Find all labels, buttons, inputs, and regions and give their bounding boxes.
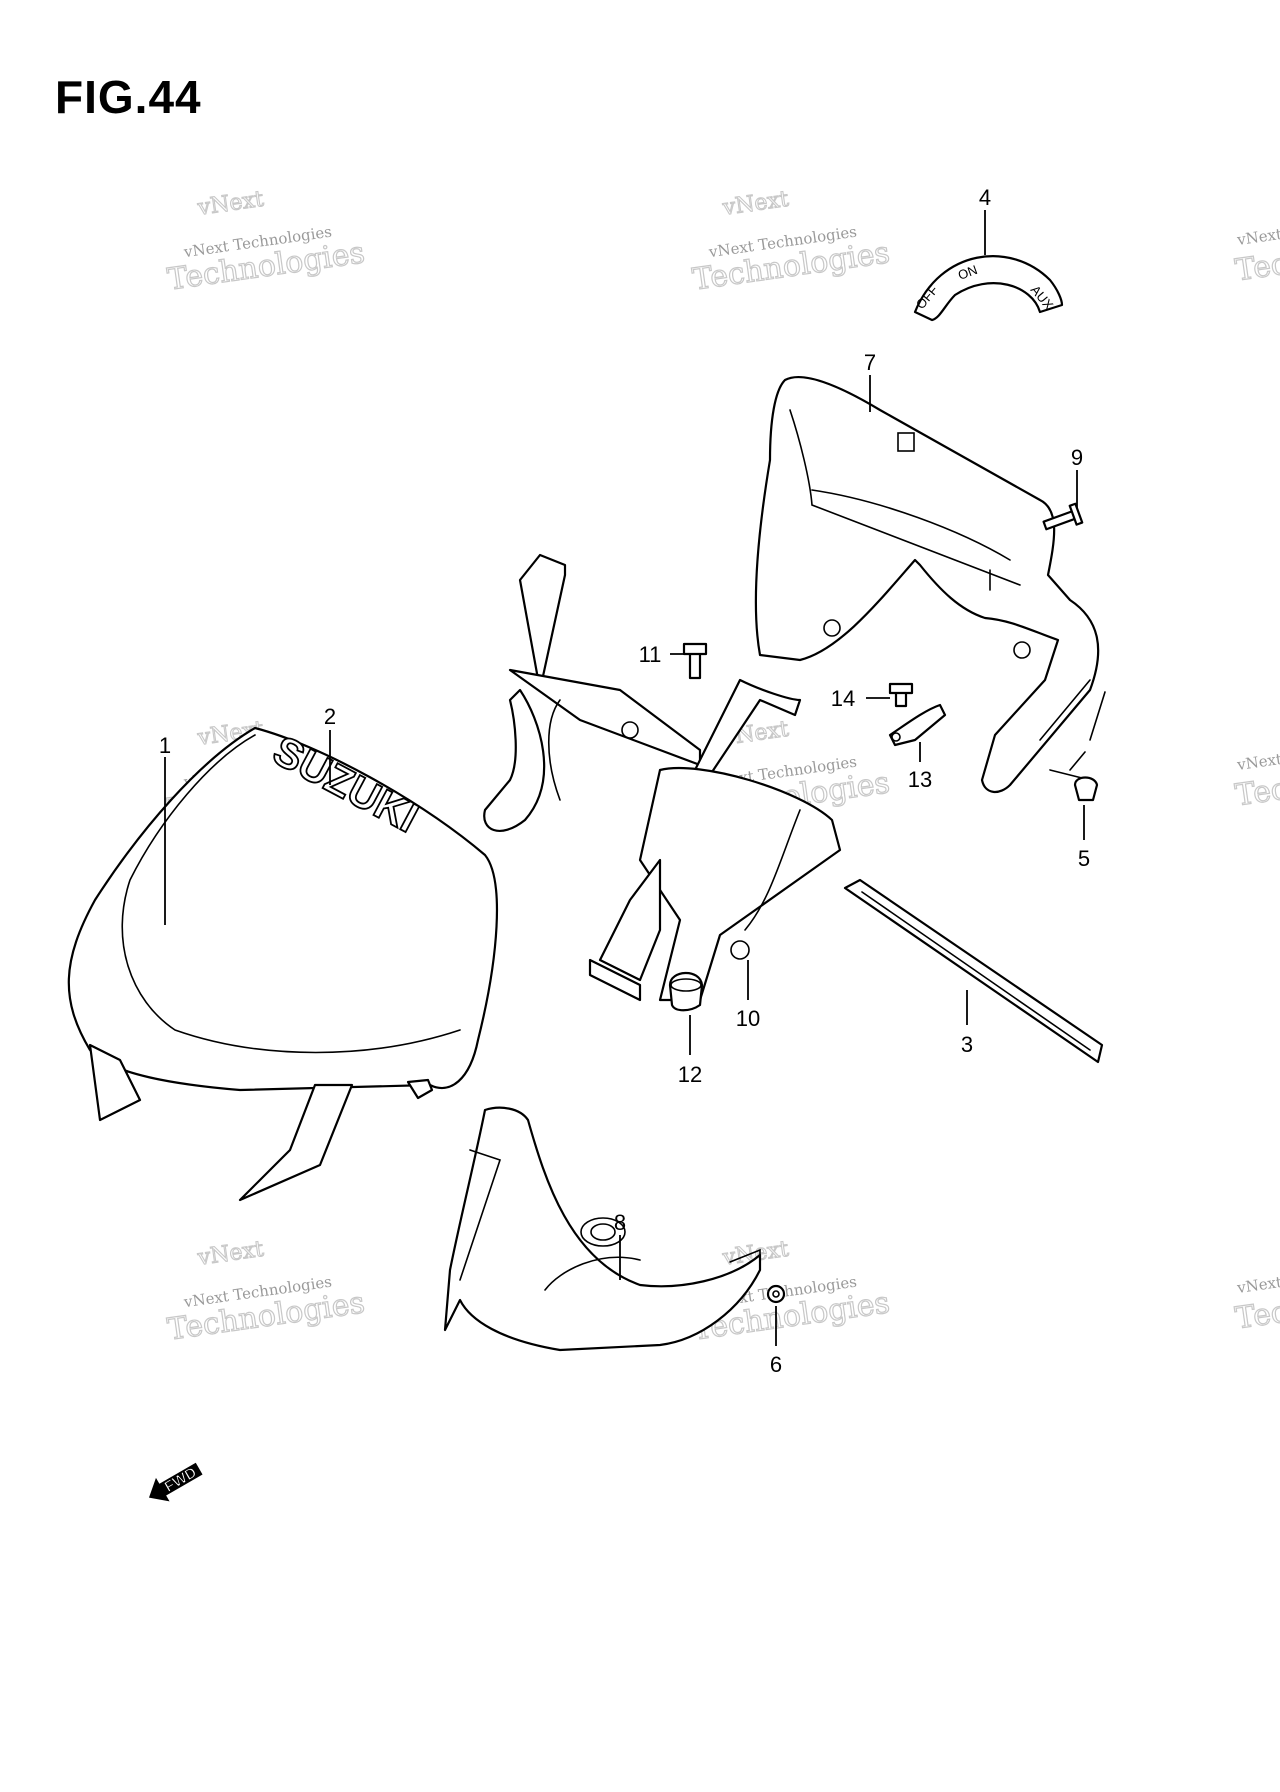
bracket-slot-right <box>744 809 801 931</box>
fwd-arrow-shape <box>149 1462 203 1502</box>
bracket-pivot-hole <box>621 721 639 739</box>
bracket-right-upper <box>688 678 802 792</box>
fairing-lower-lug <box>406 1078 434 1100</box>
callout-8: 8 <box>614 1210 626 1235</box>
fairing-lower-blade <box>238 1083 354 1202</box>
part-9-screw <box>1042 502 1084 531</box>
bracket-left-arm <box>483 688 546 832</box>
lower-cover-body <box>443 1106 762 1352</box>
part-1-front-fairing: SUZUKI <box>67 726 499 1202</box>
upper-cover-hole-right <box>1013 641 1031 659</box>
part-6-nut <box>766 1284 786 1304</box>
part-7-upper-cover <box>754 376 1106 793</box>
part-14-screw <box>888 682 914 708</box>
bracket-foot <box>588 958 642 1002</box>
callout-10: 10 <box>736 1006 760 1031</box>
part-5-fastener <box>1073 776 1099 802</box>
watermark-top-left: vNext vNext Technologies Technologies <box>165 186 368 298</box>
fwd-arrow-icon: FWD <box>149 1462 203 1502</box>
bracket-slot-left <box>548 699 561 801</box>
callout-7: 7 <box>864 350 876 375</box>
watermark-edge-bottom-right: vNext Technologies Technologies <box>1233 1258 1280 1337</box>
part-12-grommet <box>668 971 704 1012</box>
callout-1: 1 <box>159 733 171 758</box>
callout-14: 14 <box>831 686 855 711</box>
upper-cover-frame <box>754 376 1100 793</box>
fairing-crease <box>121 734 461 1054</box>
nut-6-body <box>766 1284 786 1304</box>
part-13-clamp <box>888 703 947 747</box>
switch-plate-body <box>913 255 1064 322</box>
fairing-body <box>67 726 499 1092</box>
clamp-13-body <box>888 703 947 747</box>
bracket-crossbar <box>508 668 702 767</box>
part-8-lower-cover <box>443 1106 762 1352</box>
watermark-small: vNext Technologies <box>1235 735 1280 774</box>
upper-cover-side-edge <box>1039 679 1091 741</box>
part-3-seal-strip <box>843 878 1104 1064</box>
part-11-bolt <box>682 642 708 680</box>
callout-6: 6 <box>770 1352 782 1377</box>
nut-6-hole <box>772 1290 780 1298</box>
watermark-top-center: vNext vNext Technologies Technologies <box>690 186 893 298</box>
lower-cover-right-tab <box>729 1248 761 1271</box>
clamp-13-hole <box>891 732 901 742</box>
watermark-edge-top-right: vNext Technologies Technologies <box>1233 210 1280 289</box>
watermark-outline-top: vNext <box>195 187 265 221</box>
watermark-outline-top: vNext <box>195 1237 265 1271</box>
lower-cover-socket-inner <box>590 1223 616 1241</box>
watermark-bottom-left: vNext vNext Technologies Technologies <box>165 1236 368 1348</box>
callout-labels: 1 2 3 4 5 6 7 8 9 10 11 12 13 14 <box>159 185 1090 1377</box>
switch-label-on: ON <box>956 262 979 283</box>
watermark-small: vNext Technologies <box>1235 210 1280 249</box>
bracket-lower-leg <box>598 858 662 982</box>
part-4-switch-plate: OFF ON AUX <box>913 255 1064 322</box>
callout-3: 3 <box>961 1032 973 1057</box>
callout-4: 4 <box>979 185 991 210</box>
upper-cover-inner-edge <box>789 409 1021 586</box>
watermark-small: vNext Technologies <box>1235 1258 1280 1297</box>
leader-lines <box>164 210 1085 1346</box>
seal-strip-edge <box>861 891 1091 1051</box>
callout-5: 5 <box>1078 846 1090 871</box>
part-10-bracket <box>483 553 842 1002</box>
bracket-upper-arm <box>518 553 567 692</box>
upper-cover-hole-left <box>823 619 841 637</box>
grommet-12-top <box>670 978 702 992</box>
lower-cover-center-rib <box>544 1256 641 1291</box>
screw-14-head <box>888 682 914 695</box>
upper-cover-rib <box>811 489 1011 561</box>
upper-cover-slot <box>897 432 915 452</box>
lower-cover-socket <box>580 1217 626 1247</box>
figure-title: FIG.44 <box>55 71 202 123</box>
upper-cover-dash-1 <box>1089 691 1106 741</box>
callout-13: 13 <box>908 767 932 792</box>
upper-cover-dash-2 <box>1069 751 1086 771</box>
screw-9-head <box>1068 502 1084 526</box>
fastener-5-body <box>1073 776 1099 802</box>
callout-11: 11 <box>639 642 662 667</box>
bracket-mount-hole <box>730 940 750 960</box>
callout-9: 9 <box>1071 445 1083 470</box>
callout-12: 12 <box>678 1062 702 1087</box>
watermark-outline-top: vNext <box>720 187 790 221</box>
watermark-edge-mid-right: vNext Technologies Technologies <box>1233 735 1280 814</box>
lower-cover-left-rib <box>459 1149 502 1281</box>
bolt-11-head <box>682 642 708 656</box>
fairing-left-tab <box>88 1043 142 1122</box>
callout-2: 2 <box>324 704 336 729</box>
